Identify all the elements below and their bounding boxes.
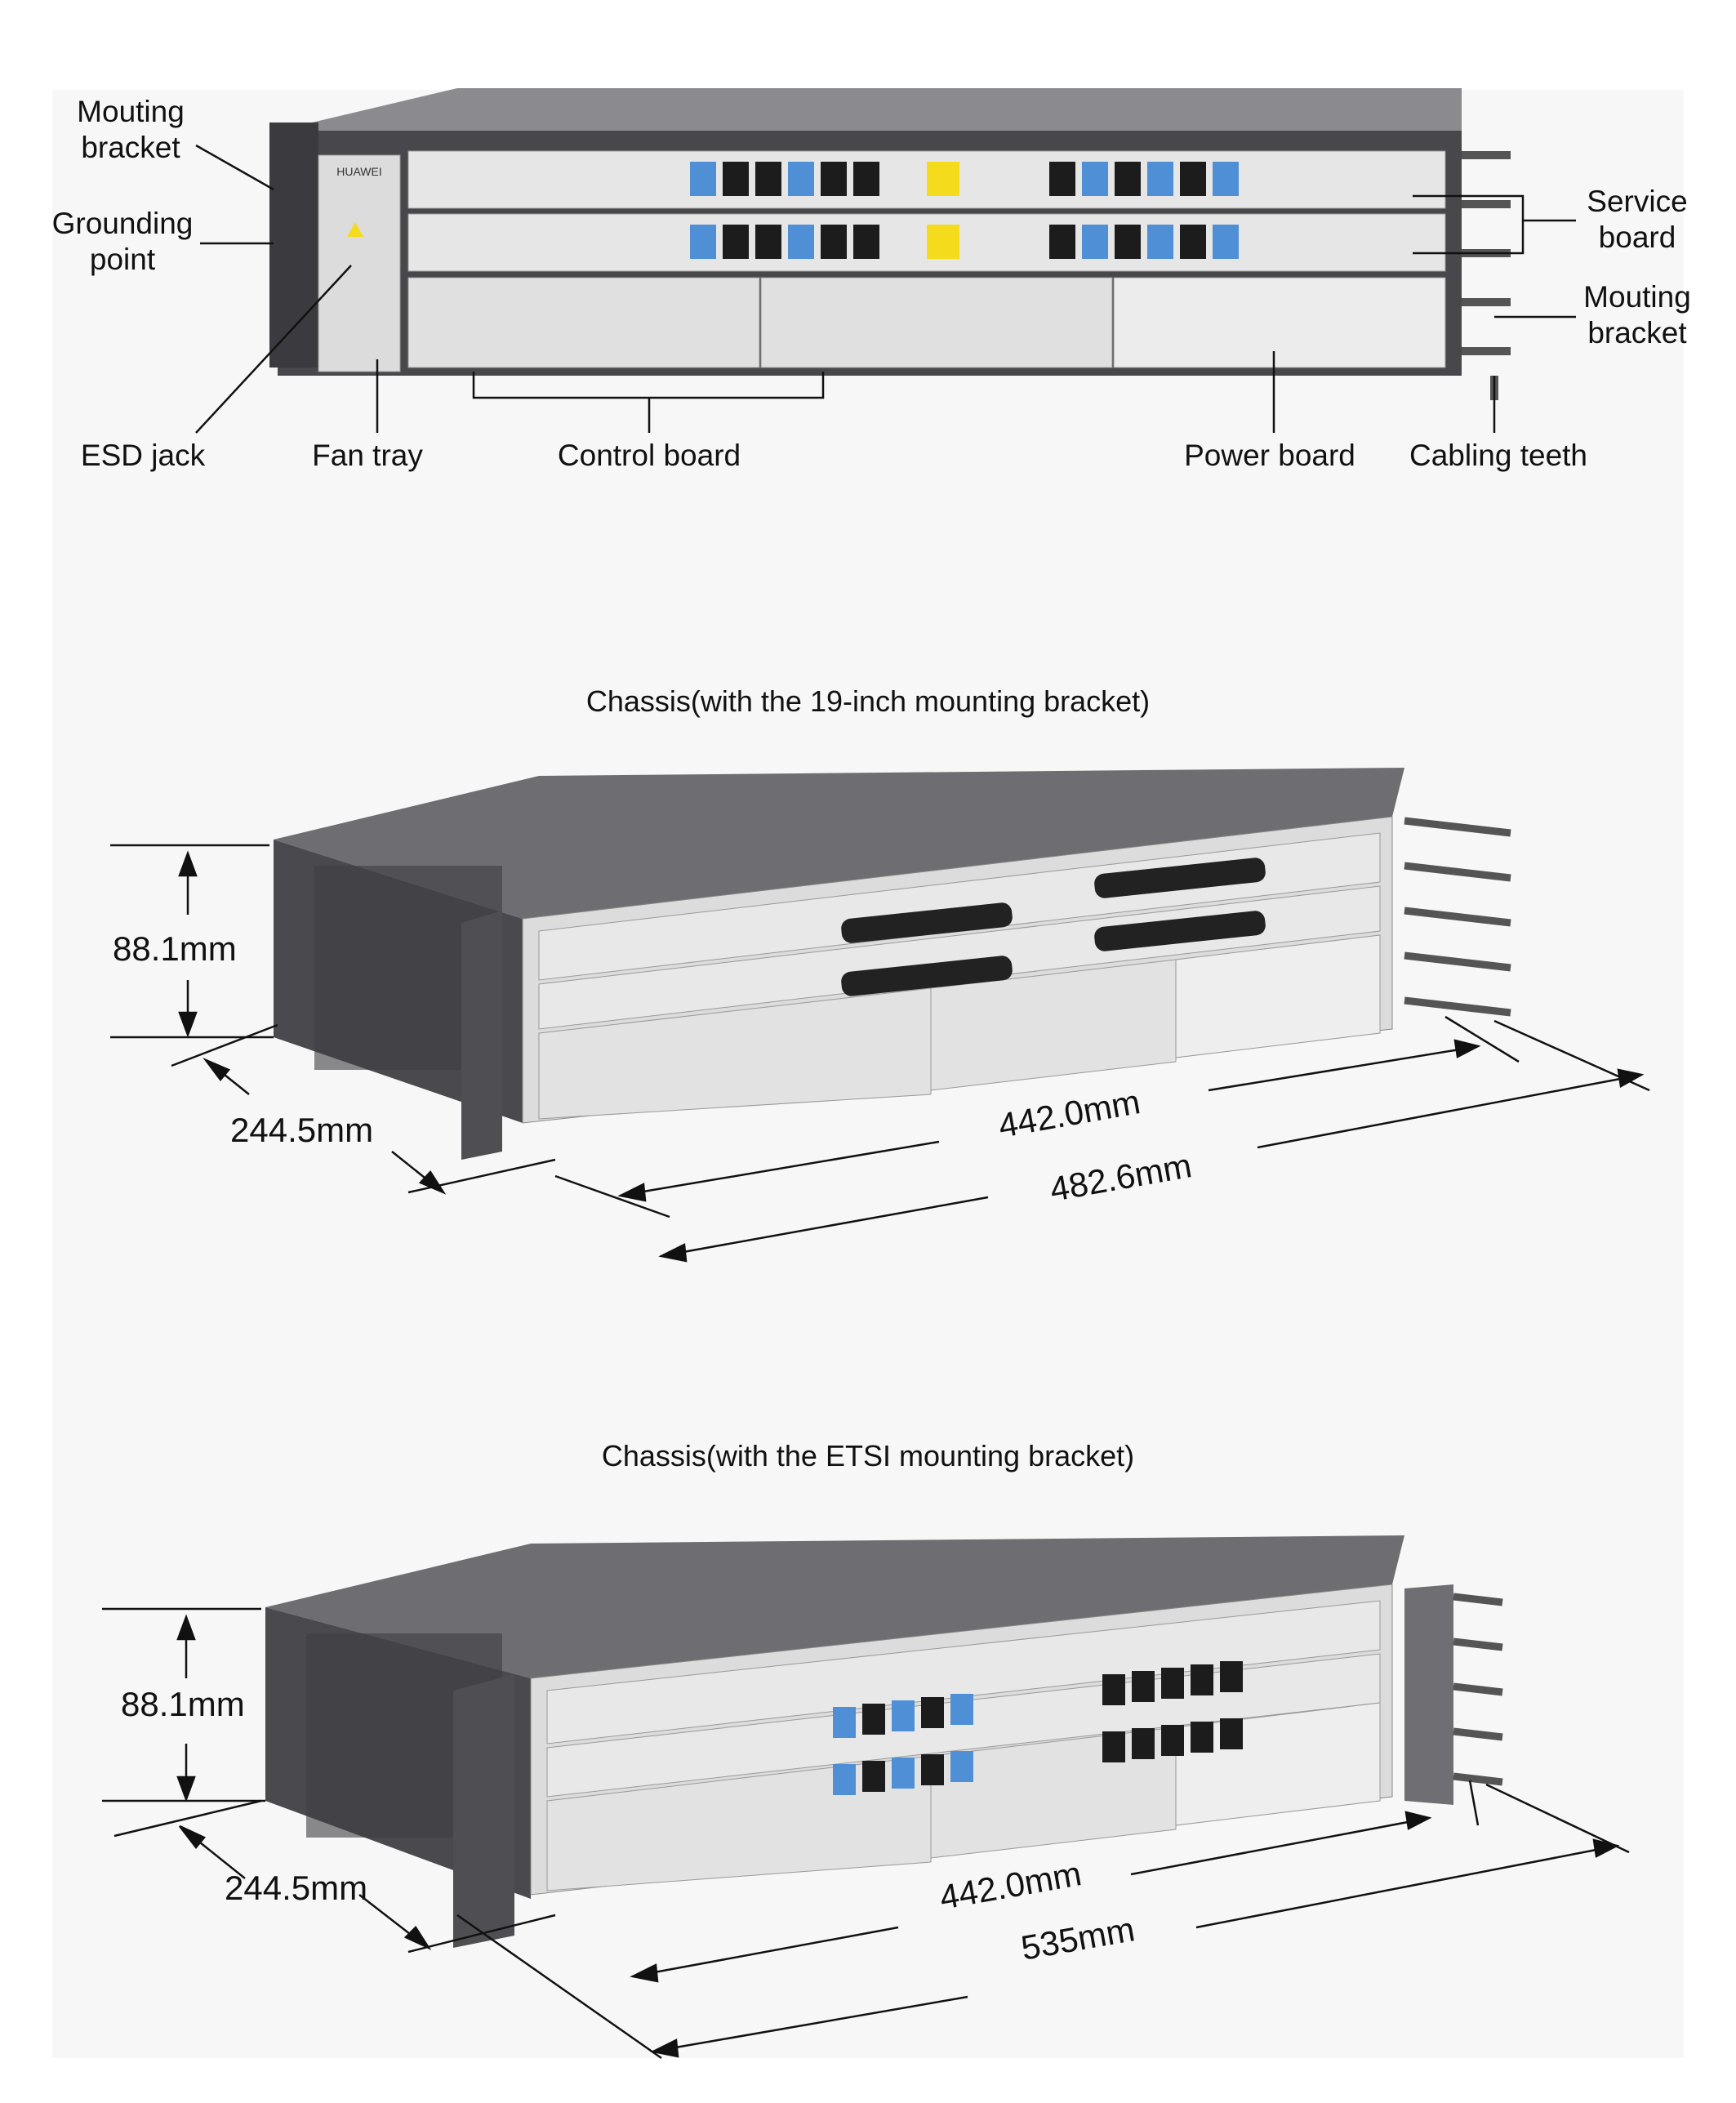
power-board: [1175, 934, 1381, 1058]
label-fan-tray: Fan tray: [312, 439, 423, 472]
optical-port: [723, 162, 749, 196]
optical-port: [921, 1697, 944, 1728]
optical-port: [1115, 162, 1141, 196]
dimension-lines: [110, 844, 1650, 1263]
optical-port: [723, 225, 749, 259]
caption-19-inch: Chassis(with the 19-inch mounting bracke…: [585, 684, 1151, 718]
control-board-1: [538, 987, 932, 1120]
label-grounding-point: Grounding point: [51, 207, 194, 276]
optical-port: [1102, 1674, 1125, 1705]
leader-lines: [195, 144, 1576, 434]
optical-port: [755, 225, 781, 259]
label-control-board: Control board: [557, 439, 741, 472]
label-cabling-teeth: Cabling teeth: [1409, 439, 1588, 472]
optical-port: [690, 225, 716, 259]
power-board: [1113, 277, 1446, 368]
dim-depth-etsi: 244.5mm: [225, 1869, 368, 1907]
chassis-front-view: HUAWEI: [269, 88, 1511, 400]
chassis-etsi: [265, 1535, 1503, 1948]
label-mounting-bracket-left: Mouting bracket: [77, 95, 185, 164]
optical-port: [1082, 225, 1108, 259]
optical-port: [1220, 1718, 1243, 1749]
huawei-logo-text: HUAWEI: [336, 165, 381, 178]
optical-port: [950, 1694, 973, 1725]
dim-depth-19: 244.5mm: [230, 1111, 374, 1149]
optical-port: [921, 1754, 944, 1785]
fan-tray: [318, 154, 401, 372]
laser-warning-label: [927, 225, 959, 259]
optical-port: [1082, 162, 1108, 196]
control-board-2: [930, 959, 1177, 1091]
optical-port: [892, 1700, 915, 1731]
optical-port: [690, 162, 716, 196]
optical-port: [788, 225, 814, 259]
control-board-1: [407, 277, 760, 368]
service-board-1: [546, 1600, 1381, 1744]
label-power-board: Power board: [1184, 439, 1355, 472]
optical-port: [853, 225, 879, 259]
optical-port: [1213, 162, 1239, 196]
optical-port: [862, 1761, 885, 1792]
control-board-2: [760, 277, 1113, 368]
connectors: [841, 858, 1266, 996]
optical-port: [833, 1707, 856, 1738]
optical-port: [1161, 1725, 1184, 1756]
optical-port: [1115, 225, 1141, 259]
optical-port: [862, 1704, 885, 1735]
optical-port: [821, 162, 847, 196]
optical-port: [1213, 225, 1239, 259]
optical-port: [1132, 1671, 1155, 1702]
optical-port: [1049, 162, 1075, 196]
dim-height-19: 88.1mm: [113, 929, 237, 968]
optical-port: [1102, 1731, 1125, 1762]
optical-port: [788, 162, 814, 196]
optical-ports: [833, 1661, 1243, 1795]
left-mounting-bracket: [461, 911, 502, 1160]
cabling-teeth: [1453, 1593, 1503, 1786]
optical-ports: [690, 162, 1239, 259]
cabling-teeth: [1404, 817, 1511, 1017]
optical-port: [1147, 162, 1173, 196]
optical-port: [1147, 225, 1173, 259]
dim-height-etsi: 88.1mm: [121, 1685, 245, 1723]
optical-port: [853, 162, 879, 196]
optical-port: [1180, 162, 1206, 196]
optical-port: [1049, 225, 1075, 259]
optical-port: [1191, 1722, 1213, 1753]
optical-port: [833, 1764, 856, 1795]
caption-etsi: Chassis(with the ETSI mounting bracket): [601, 1439, 1135, 1473]
optical-port: [821, 225, 847, 259]
optical-port: [1180, 225, 1206, 259]
optical-port: [1132, 1728, 1155, 1759]
label-esd-jack: ESD jack: [80, 439, 206, 472]
optical-port: [892, 1758, 915, 1789]
left-etsi-bracket: [453, 1674, 514, 1948]
optical-port: [950, 1751, 973, 1782]
warning-icon: [347, 222, 363, 237]
dimension-lines: [102, 1607, 1630, 2060]
optical-port: [755, 162, 781, 196]
optical-port: [1220, 1661, 1243, 1692]
optical-port: [1161, 1668, 1184, 1699]
right-etsi-bracket: [1404, 1584, 1453, 1805]
laser-warning-label: [927, 162, 959, 196]
optical-port: [1191, 1664, 1213, 1695]
label-mounting-bracket-right: Mouting bracket: [1583, 280, 1691, 350]
label-service-board: Service board: [1587, 185, 1688, 254]
